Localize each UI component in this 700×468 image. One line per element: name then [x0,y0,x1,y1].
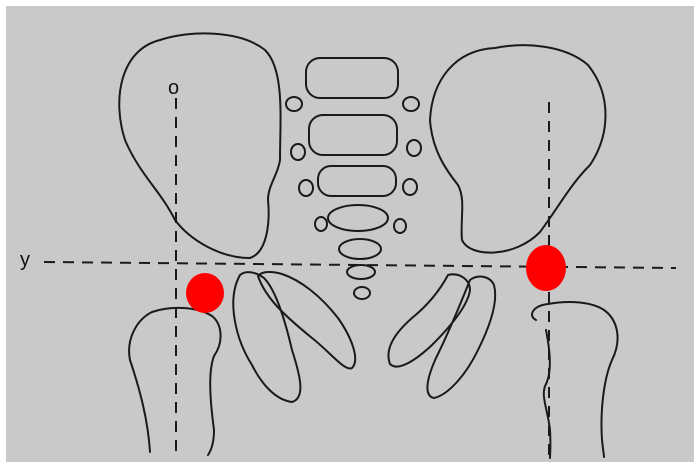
left-femur [129,308,220,455]
foramen [394,219,406,233]
left-ischium [233,272,355,402]
foramen [286,97,302,111]
right-femur [532,302,618,457]
vertebra-5 [339,239,381,259]
coccyx-1 [347,265,375,279]
right-marker-dot [526,245,566,291]
left-ilium [119,33,280,258]
coccyx-2 [354,287,370,299]
foramen [403,97,419,111]
vertebra-2 [309,115,397,155]
sacrum [286,58,421,299]
right-ilium [430,45,606,252]
foramen [407,140,421,156]
foramen [299,180,313,196]
right-ischium [388,274,495,398]
foramen [291,144,305,160]
vertebra-4 [328,205,388,231]
horizontal-line-label: y [20,249,30,271]
left-marker-dot [186,273,224,313]
vertebra-3 [318,166,396,196]
vertical-line-label: o [168,77,179,99]
vertebra-1 [306,58,398,98]
foramen [403,179,417,195]
foramen [315,217,327,231]
